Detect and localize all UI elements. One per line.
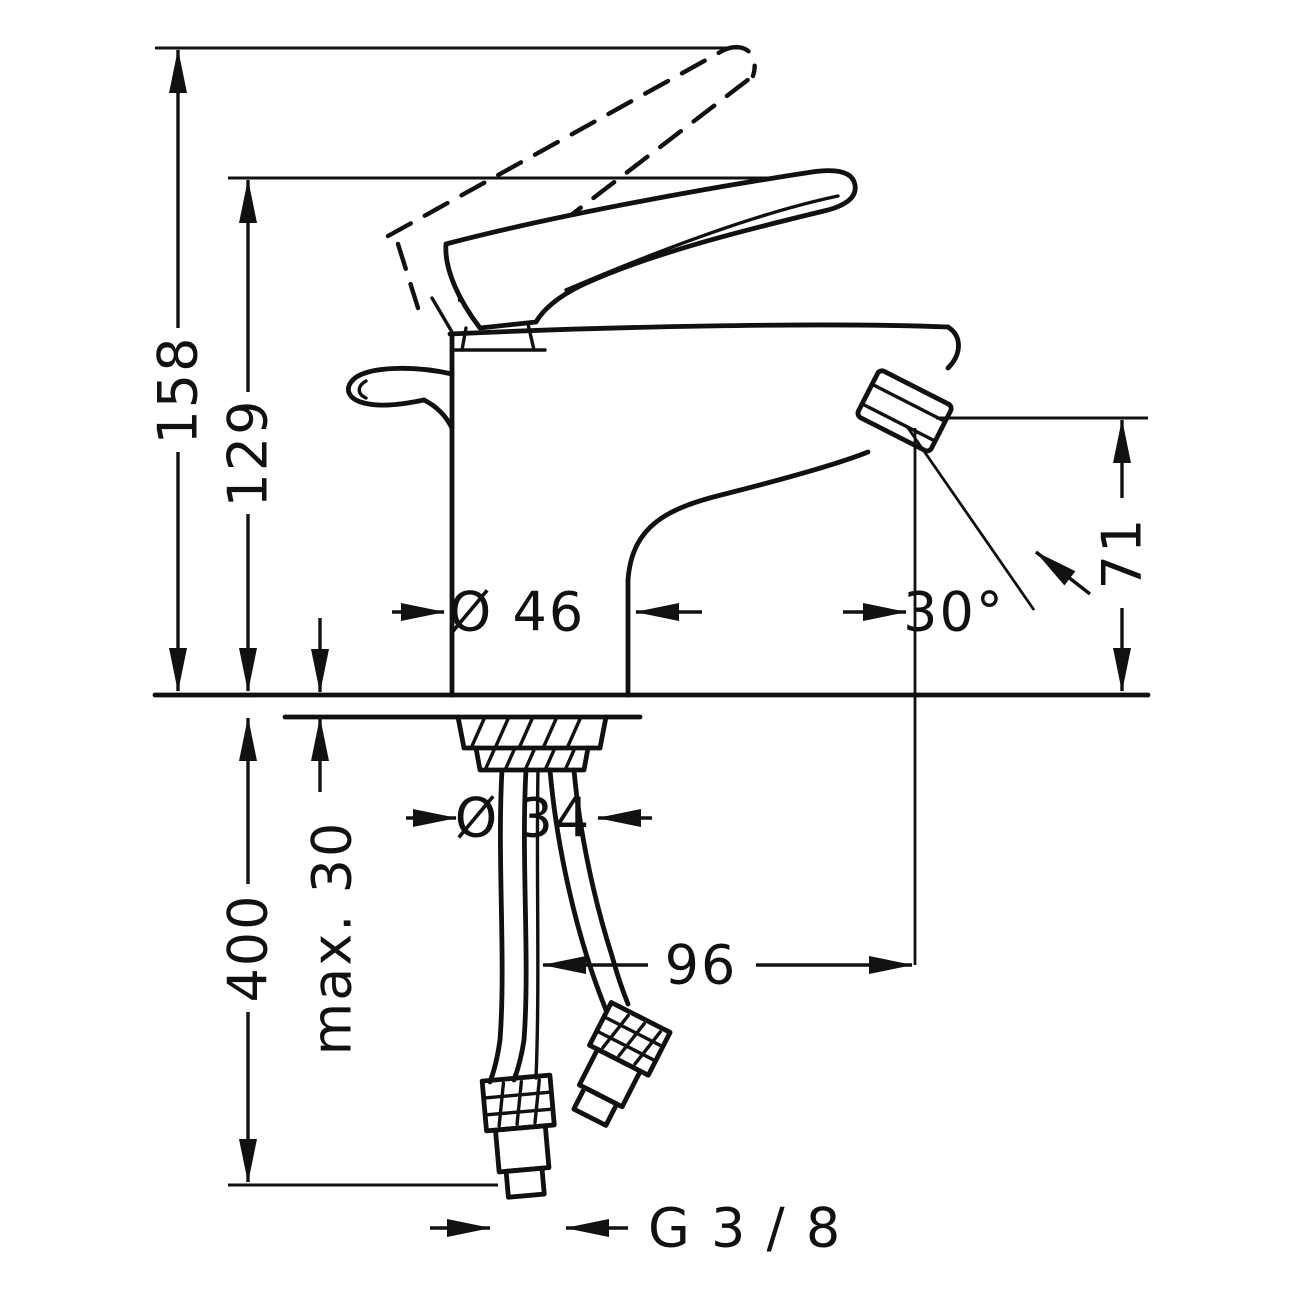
aerator-outlet: [855, 368, 954, 454]
faucet-body: [447, 322, 961, 698]
dimension-thread-size: G 3 / 8: [430, 1197, 842, 1260]
lever-handle: [430, 168, 858, 352]
dim-deck-height-label: 129: [217, 398, 280, 507]
dimension-outlet-height: 71: [1091, 419, 1154, 692]
hose-connector-left: [479, 1072, 557, 1200]
dim-thread-size-label: G 3 / 8: [648, 1197, 842, 1260]
dim-base-diameter-label: Ø 46: [449, 581, 585, 644]
shank-hatching: [470, 717, 582, 770]
dimension-base-diameter: Ø 46: [392, 581, 702, 644]
supply-hoses: [487, 767, 631, 1085]
dimension-outlet-angle: 30°: [843, 550, 1092, 644]
dim-shank-diameter-label: Ø 34: [455, 787, 591, 850]
dim-outlet-height-label: 71: [1091, 517, 1154, 590]
dim-total-height-label: 158: [147, 335, 210, 444]
dimension-total-height: 158: [147, 49, 210, 692]
hose-connector-right: [571, 1000, 673, 1128]
dimension-outlet-reach: 96: [542, 934, 913, 997]
mounting-shank: [455, 714, 609, 773]
dimension-max-deck-thickness: max. 30: [301, 618, 364, 1055]
dimension-shank-diameter: Ø 34: [406, 787, 652, 850]
extension-lines: [152, 46, 1151, 1187]
dimension-hose-length: 400: [217, 717, 280, 1183]
dim-max-thickness-label: max. 30: [301, 821, 364, 1056]
dim-hose-length-label: 400: [217, 893, 280, 1002]
dimension-deck-height: 129: [217, 179, 280, 692]
dim-outlet-angle-label: 30°: [903, 581, 1005, 644]
dim-outlet-reach-label: 96: [665, 934, 738, 997]
drain-pull-hook: [345, 365, 455, 431]
